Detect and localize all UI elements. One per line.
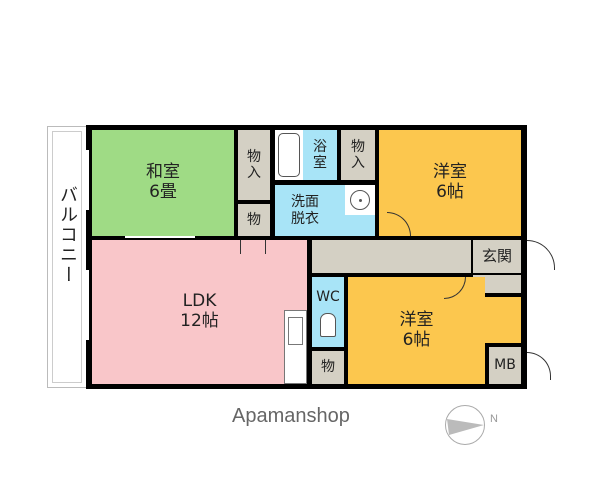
room-name: LDK: [182, 291, 217, 312]
room-name: 洋室: [399, 309, 434, 330]
closet-3: 物 入: [341, 130, 375, 180]
meter-box: MB: [489, 347, 521, 384]
room-yoshitsu-south: 洋室 6帖: [348, 277, 485, 384]
closet-2: 物: [238, 204, 270, 236]
room-size: 6畳: [149, 182, 177, 202]
room-size: 6帖: [436, 182, 464, 202]
room-washitsu: 和室 6畳: [92, 130, 234, 236]
closet-4: 物: [312, 351, 344, 384]
balcony-label: バルコニー: [57, 185, 78, 285]
closet-label: 物: [321, 359, 335, 376]
room-name: 室: [313, 155, 327, 171]
room-size: 6帖: [402, 329, 431, 350]
room-ldk: LDK 12帖: [92, 240, 307, 384]
closet-label: 物: [351, 138, 365, 155]
washbasin-icon: [345, 185, 375, 215]
room-name: 浴: [313, 138, 327, 155]
window: [125, 236, 195, 238]
room-name: 洋室: [433, 162, 467, 183]
room-size: 12帖: [180, 311, 219, 331]
compass-north-label: N: [490, 413, 498, 425]
entrance-step: [473, 275, 521, 293]
room-name: 洗面: [291, 194, 319, 211]
corridor: [312, 240, 471, 273]
brand-logo: Apamanshop: [232, 405, 350, 427]
balcony: バルコニー: [47, 126, 87, 388]
closet-label: 入: [247, 165, 261, 181]
closet-1: 物 入: [238, 130, 270, 200]
room-name: 和室: [146, 162, 180, 183]
compass-icon: [445, 405, 485, 445]
door-swing: [240, 240, 266, 254]
room-name: WC: [316, 289, 340, 305]
kitchen-counter: [284, 310, 307, 384]
room-bath: 浴 室: [303, 130, 337, 180]
mb-door-icon: [527, 352, 551, 380]
toilet-icon: [320, 313, 336, 338]
entrance-door-icon[interactable]: [527, 240, 555, 270]
room-name: MB: [494, 357, 516, 374]
bathtub: [275, 130, 303, 180]
closet-label: 物: [247, 148, 261, 165]
room-name: 脱衣: [291, 210, 319, 227]
closet-label: 物: [247, 211, 261, 228]
room-wc: WC: [312, 277, 344, 347]
room-washroom: 洗面 脱衣: [275, 185, 345, 236]
closet-label: 入: [351, 155, 365, 171]
window: [86, 150, 89, 210]
window: [86, 270, 89, 340]
room-name: 玄関: [481, 246, 512, 265]
entrance: 玄関: [473, 240, 521, 273]
